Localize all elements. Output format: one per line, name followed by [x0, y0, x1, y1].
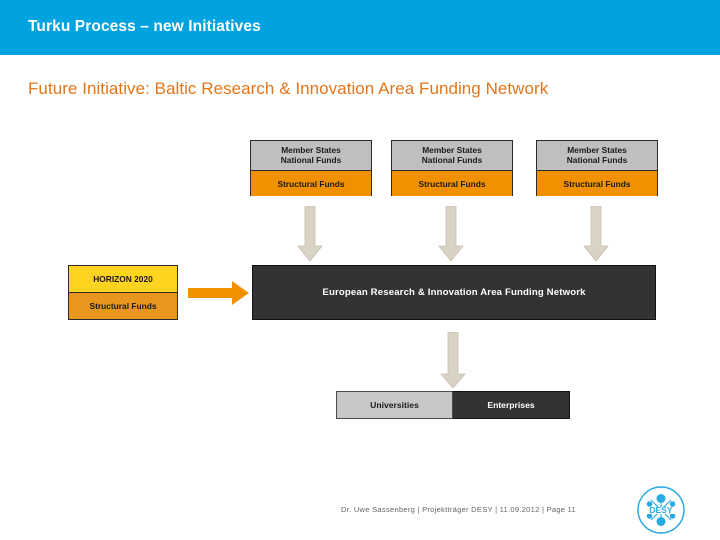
- desy-logo-text: DESY: [649, 505, 672, 515]
- member-state-box-3-bottom: Structural Funds: [537, 170, 657, 196]
- member-state-box-3-top: Member States National Funds: [537, 141, 657, 170]
- member-state-box-1: Member States National Funds Structural …: [250, 140, 372, 196]
- outcome-boxes: Universities Enterprises: [336, 391, 570, 419]
- member-state-box-1-structural-label: Structural Funds: [277, 178, 345, 189]
- slide-header-bar: [0, 0, 720, 55]
- european-funding-network-box: European Research & Innovation Area Fund…: [252, 265, 656, 320]
- arrow-down-icon-1: [297, 206, 323, 262]
- arrow-down-icon-3: [583, 206, 609, 262]
- member-state-box-2-line1: Member States: [422, 145, 482, 156]
- arrow-down-icon-4: [440, 332, 466, 388]
- member-state-box-2-bottom: Structural Funds: [392, 170, 512, 196]
- member-state-box-3-line2: National Funds: [566, 154, 628, 165]
- arrow-down-icon-2: [438, 206, 464, 262]
- enterprises-label: Enterprises: [487, 400, 535, 410]
- universities-label: Universities: [370, 400, 419, 410]
- member-state-box-2-line2: National Funds: [421, 154, 483, 165]
- european-funding-network-label: European Research & Innovation Area Fund…: [322, 287, 586, 298]
- member-state-box-2-structural-label: Structural Funds: [418, 178, 486, 189]
- horizon-2020-box: HORIZON 2020 Structural Funds: [68, 265, 178, 320]
- arrow-right-icon: [188, 281, 249, 305]
- member-state-box-2-top: Member States National Funds: [392, 141, 512, 170]
- member-state-box-3-structural-label: Structural Funds: [563, 178, 631, 189]
- universities-box: Universities: [336, 391, 453, 419]
- member-state-box-1-line1: Member States: [281, 145, 341, 156]
- member-state-box-1-bottom: Structural Funds: [251, 170, 371, 196]
- slide-subtitle: Future Initiative: Baltic Research & Inn…: [28, 79, 549, 98]
- desy-logo-icon: DESY: [637, 486, 685, 534]
- footer-credit: Dr. Uwe Sassenberg | Projektträger DESY …: [341, 505, 577, 514]
- horizon-2020-structural-label: Structural Funds: [89, 301, 157, 311]
- member-state-box-1-line2: National Funds: [280, 154, 342, 165]
- member-state-box-3: Member States National Funds Structural …: [536, 140, 658, 196]
- member-state-box-3-line1: Member States: [567, 145, 627, 156]
- horizon-2020-box-top: HORIZON 2020: [69, 266, 177, 292]
- member-state-box-1-top: Member States National Funds: [251, 141, 371, 170]
- enterprises-box: Enterprises: [453, 391, 570, 419]
- horizon-2020-box-bottom: Structural Funds: [69, 292, 177, 319]
- member-state-box-2: Member States National Funds Structural …: [391, 140, 513, 196]
- page-title: Turku Process – new Initiatives: [28, 18, 261, 35]
- horizon-2020-label: HORIZON 2020: [93, 274, 153, 284]
